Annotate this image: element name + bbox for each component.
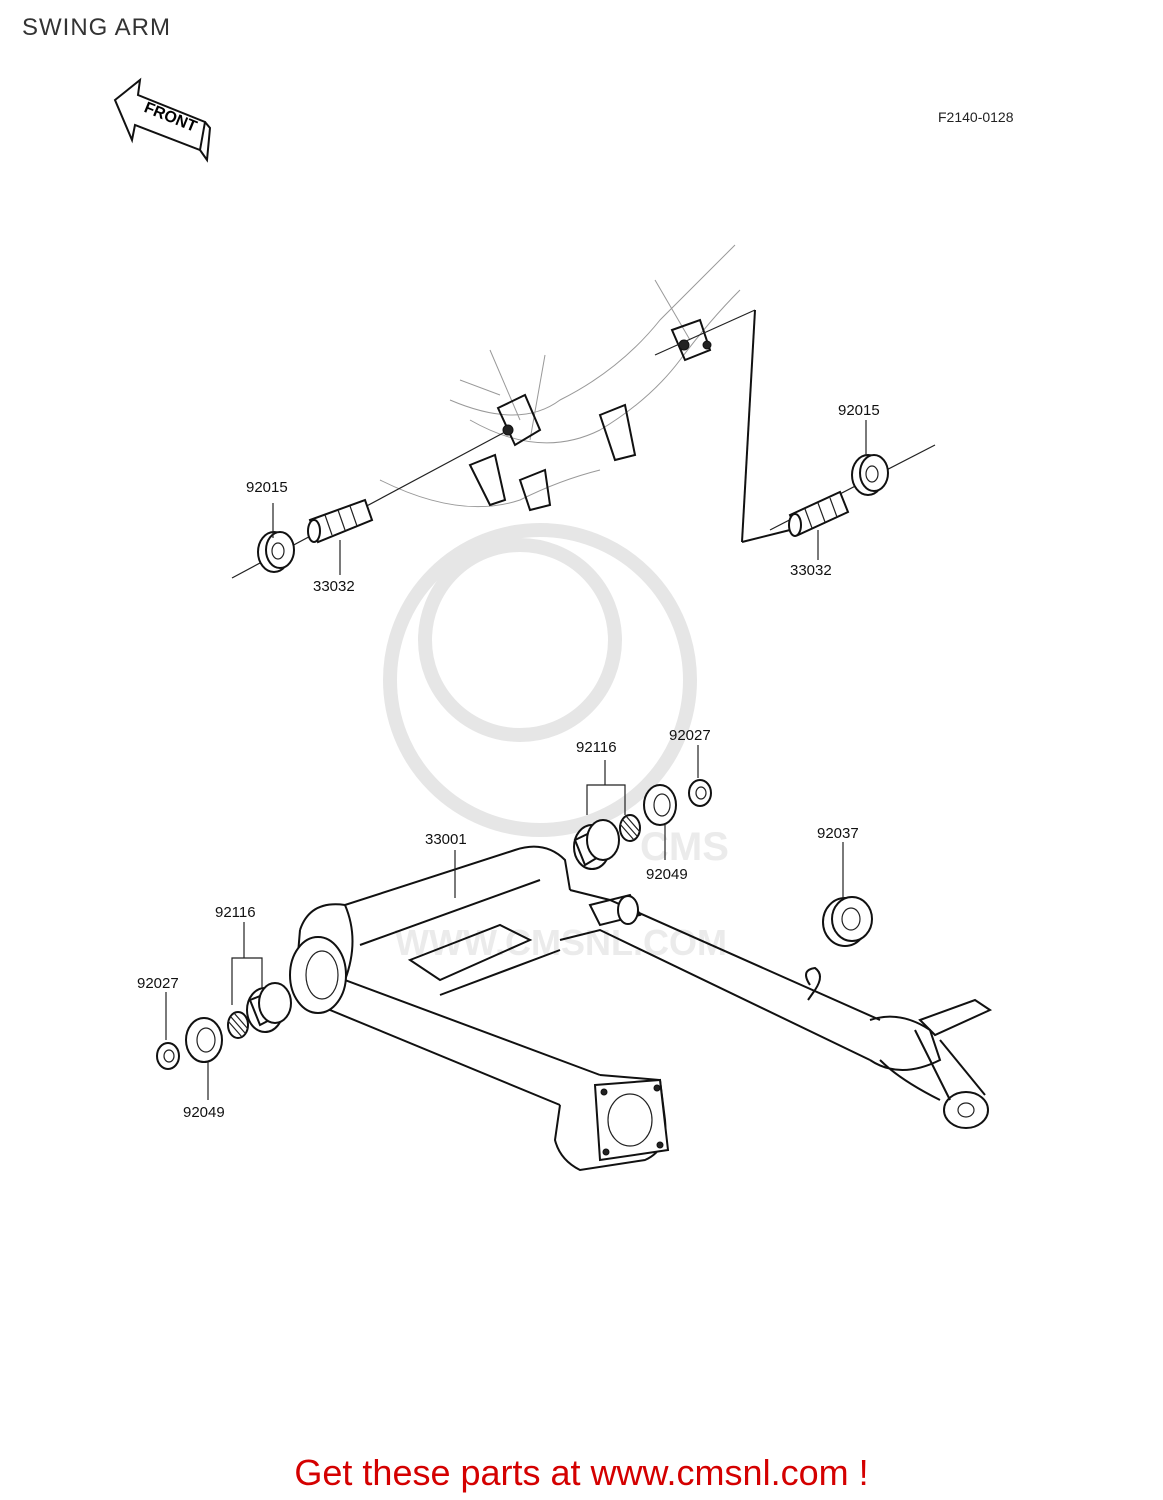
label-33001: 33001 bbox=[425, 831, 467, 848]
pivot-nut-92015-right bbox=[851, 454, 889, 496]
label-92116-lower: 92116 bbox=[215, 904, 256, 921]
front-arrow-icon: FRONT bbox=[113, 77, 212, 163]
bushing-92116-upper bbox=[573, 819, 620, 870]
needle-bearing-92116-lower bbox=[227, 1011, 249, 1039]
label-92027-upper: 92027 bbox=[669, 727, 711, 744]
pivot-shaft-33032-right bbox=[788, 490, 850, 537]
frame-outline bbox=[379, 244, 741, 508]
pivot-shaft-33032-left bbox=[307, 498, 374, 544]
right-pivot-assembly: 92015 33032 bbox=[654, 309, 936, 579]
swing-arm-33001: 33001 bbox=[289, 831, 993, 1172]
swing-arm-diagram: CMS WWW.CMSNL.COM FRONT bbox=[113, 77, 993, 1172]
watermark-logo-text: CMS bbox=[640, 825, 729, 869]
label-92015-left: 92015 bbox=[246, 479, 288, 496]
label-33032-right: 33032 bbox=[790, 562, 832, 579]
label-92049-lower: 92049 bbox=[183, 1104, 225, 1121]
promo-banner[interactable]: Get these parts at www.cmsnl.com ! bbox=[294, 1452, 869, 1493]
label-92037: 92037 bbox=[817, 825, 859, 842]
seal-92049-lower bbox=[185, 1017, 223, 1063]
cap-92027-upper bbox=[688, 779, 712, 807]
label-33032-left: 33032 bbox=[313, 578, 355, 595]
seal-92037: 92037 bbox=[817, 825, 873, 947]
upper-bearing-set: 92116 92027 92049 bbox=[573, 727, 712, 883]
label-92116-upper: 92116 bbox=[576, 739, 617, 756]
watermark: CMS WWW.CMSNL.COM bbox=[383, 523, 729, 963]
label-92049-upper: 92049 bbox=[646, 866, 688, 883]
label-92027-lower: 92027 bbox=[137, 975, 179, 992]
diagram-code: F2140-0128 bbox=[938, 109, 1014, 125]
needle-bearing-92116-upper bbox=[619, 814, 641, 842]
lower-bearing-set: 92116 92027 92049 bbox=[137, 904, 292, 1121]
seal-92049-upper bbox=[643, 784, 677, 826]
page-title: SWING ARM bbox=[22, 14, 172, 41]
label-92015-right: 92015 bbox=[838, 402, 880, 419]
bushing-92116-lower bbox=[246, 982, 292, 1033]
watermark-url-text: WWW.CMSNL.COM bbox=[395, 922, 727, 963]
left-pivot-assembly: 92015 33032 bbox=[231, 431, 506, 595]
cap-92027-lower bbox=[156, 1042, 180, 1070]
pivot-nut-92015-left bbox=[257, 531, 295, 573]
